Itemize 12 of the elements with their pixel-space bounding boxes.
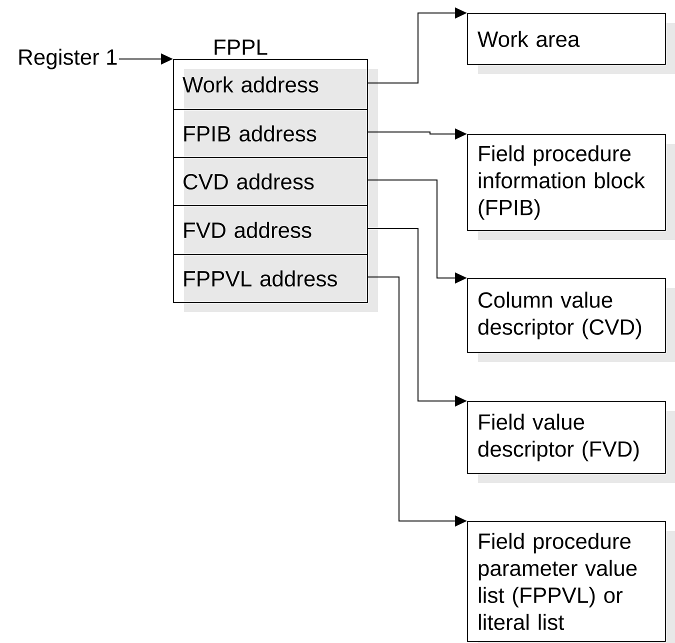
address-cell: FVD address [173,205,368,255]
storage-box: Field procedure parameter value list (FPPVL) or literal list [467,521,675,643]
address-cell: Work address [173,59,368,110]
storage-box: Field value descriptor (FVD) [467,401,675,483]
address-cell: FPPVL address [173,254,368,303]
storage-box: Work area [467,13,675,74]
storage-box: Column value descriptor (CVD) [467,278,675,362]
address-cell: CVD address [173,157,368,206]
address-cell: FPIB address [173,109,368,158]
storage-box: Field procedure information block (FPIB) [467,134,675,240]
node-label: FPPL [214,40,268,55]
register-label: Register 1 [19,48,117,70]
